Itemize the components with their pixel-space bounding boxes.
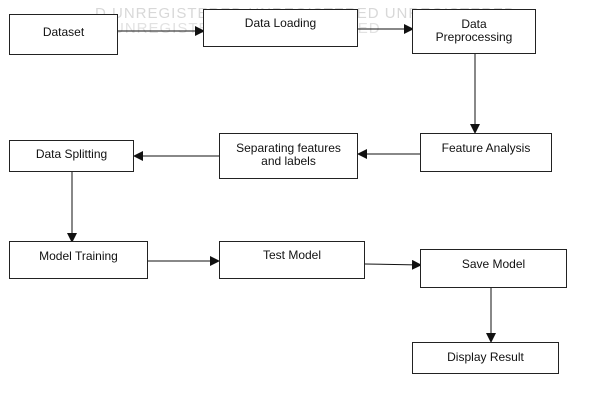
node-data-preprocessing-label-2: Preprocessing bbox=[435, 30, 513, 44]
node-model-training-label: Model Training bbox=[39, 249, 118, 263]
node-test-model-label: Test Model bbox=[262, 248, 322, 262]
node-dataset-label: Dataset bbox=[42, 25, 85, 39]
node-model-training: Model Training bbox=[9, 241, 148, 279]
node-separating-features-label-2: and labels bbox=[261, 154, 316, 168]
node-data-loading: Data Loading bbox=[203, 9, 358, 47]
node-data-preprocessing: Data Preprocessing bbox=[412, 9, 536, 54]
node-separating-features-label-1: Separating features bbox=[236, 141, 341, 155]
arrow-test-model-to-save-model bbox=[364, 259, 422, 270]
node-save-model: Save Model bbox=[420, 249, 567, 288]
node-data-splitting-label: Data Splitting bbox=[35, 147, 108, 161]
node-display-result-label: Display Result bbox=[447, 350, 524, 364]
node-test-model: Test Model bbox=[219, 241, 365, 279]
node-feature-analysis-label: Feature Analysis bbox=[441, 141, 531, 155]
node-feature-analysis: Feature Analysis bbox=[420, 133, 552, 172]
node-data-splitting: Data Splitting bbox=[9, 140, 134, 172]
node-data-loading-label: Data Loading bbox=[244, 16, 317, 30]
node-separating-features: Separating features and labels bbox=[219, 133, 358, 179]
node-save-model-label: Save Model bbox=[461, 257, 526, 271]
node-display-result: Display Result bbox=[412, 342, 559, 374]
node-data-preprocessing-label-1: Data bbox=[461, 17, 487, 31]
node-dataset: Dataset bbox=[9, 14, 118, 55]
